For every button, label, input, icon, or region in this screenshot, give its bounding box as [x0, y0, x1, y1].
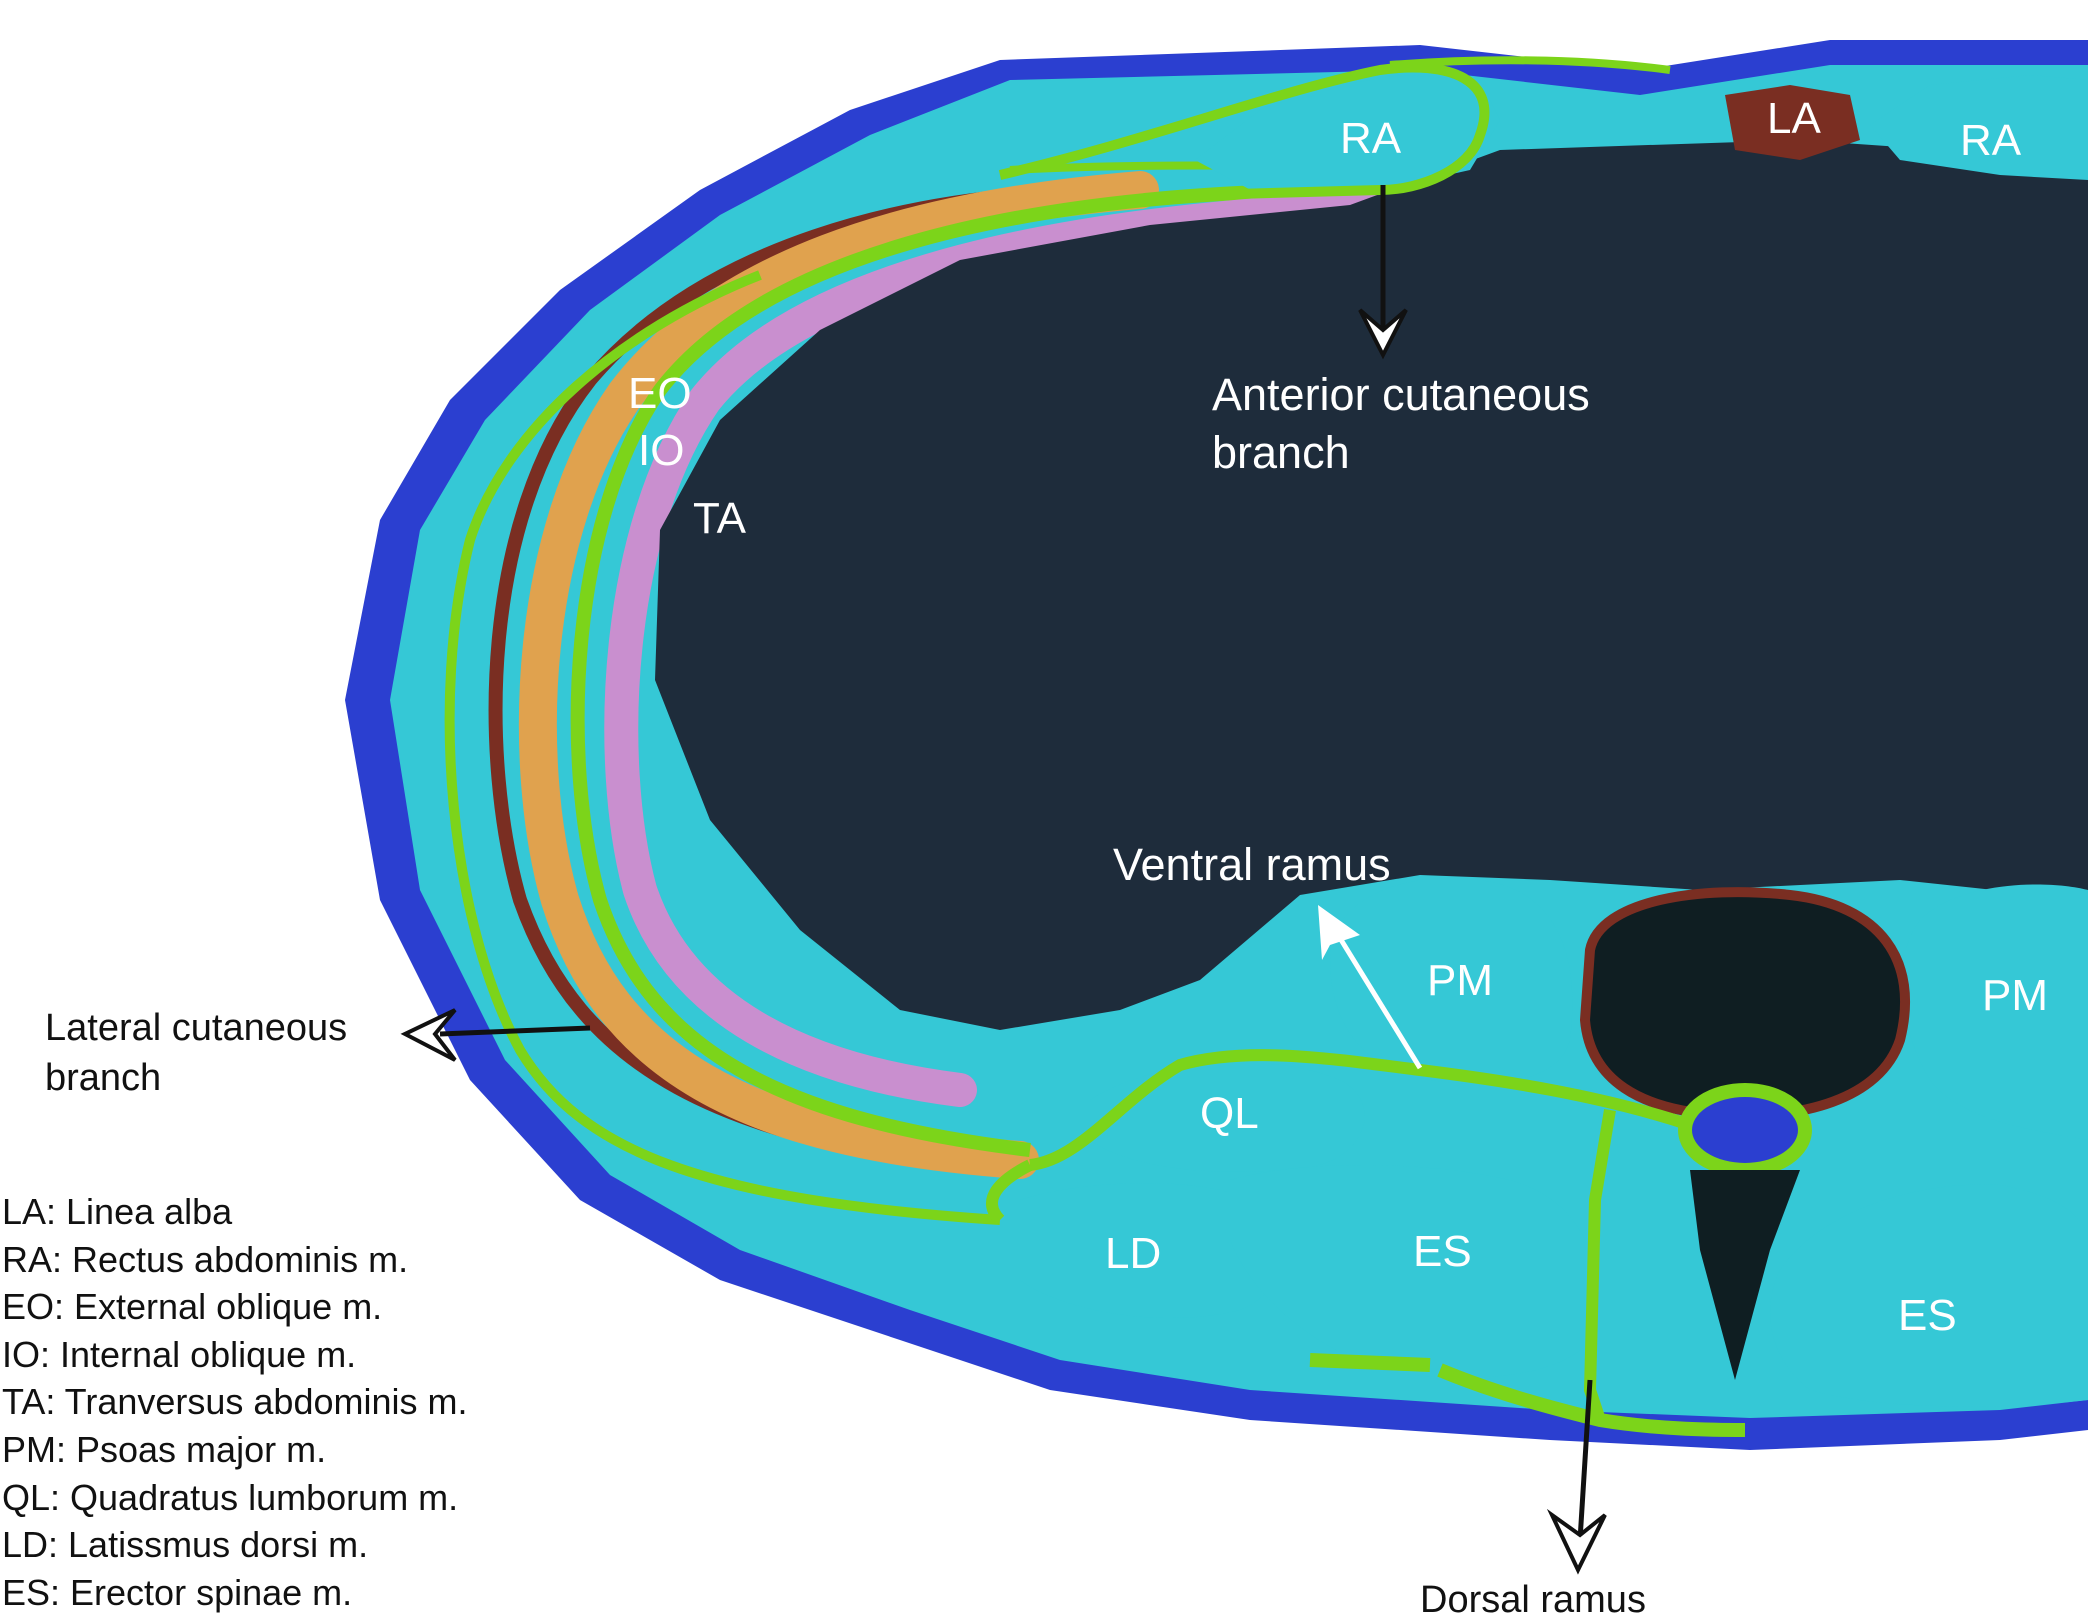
- callout-anterior-line1: Anterior cutaneous: [1212, 369, 1590, 420]
- label-es-left: ES: [1413, 1227, 1472, 1276]
- legend-item: EO: External oblique m.: [2, 1283, 468, 1331]
- legend-item: ES: Erector spinae m.: [2, 1569, 468, 1617]
- legend-item: QL: Quadratus lumborum m.: [2, 1474, 468, 1522]
- callout-lateral-line2: branch: [45, 1057, 161, 1099]
- legend-item: PM: Psoas major m.: [2, 1426, 468, 1474]
- label-eo: EO: [628, 369, 692, 418]
- legend-item: TA: Tranversus abdominis m.: [2, 1378, 468, 1426]
- label-la: LA: [1767, 94, 1821, 143]
- label-ql: QL: [1200, 1089, 1259, 1138]
- label-pm-right: PM: [1982, 971, 2048, 1020]
- callout-dorsal-ramus: Dorsal ramus: [1420, 1579, 1646, 1620]
- legend-item: IO: Internal oblique m.: [2, 1331, 468, 1379]
- vertebral-body: [1585, 892, 1905, 1116]
- legend-item: LA: Linea alba: [2, 1188, 468, 1236]
- abbreviation-legend: LA: Linea alba RA: Rectus abdominis m. E…: [2, 1188, 468, 1616]
- label-ta: TA: [693, 494, 747, 543]
- label-ld: LD: [1105, 1229, 1161, 1278]
- vertebral-canal: [1685, 1090, 1805, 1170]
- arrow-dorsal-head: [1552, 1515, 1605, 1570]
- legend-item: LD: Latissmus dorsi m.: [2, 1521, 468, 1569]
- callout-lateral-line1: Lateral cutaneous: [45, 1007, 347, 1049]
- callout-ventral-ramus: Ventral ramus: [1113, 839, 1391, 890]
- label-es-right: ES: [1898, 1291, 1957, 1340]
- label-ra-left: RA: [1340, 114, 1402, 163]
- legend-item: RA: Rectus abdominis m.: [2, 1236, 468, 1284]
- label-ra-right: RA: [1960, 116, 2022, 165]
- label-io: IO: [638, 426, 684, 475]
- callout-anterior-line2: branch: [1212, 427, 1350, 478]
- label-pm-left: PM: [1427, 956, 1493, 1005]
